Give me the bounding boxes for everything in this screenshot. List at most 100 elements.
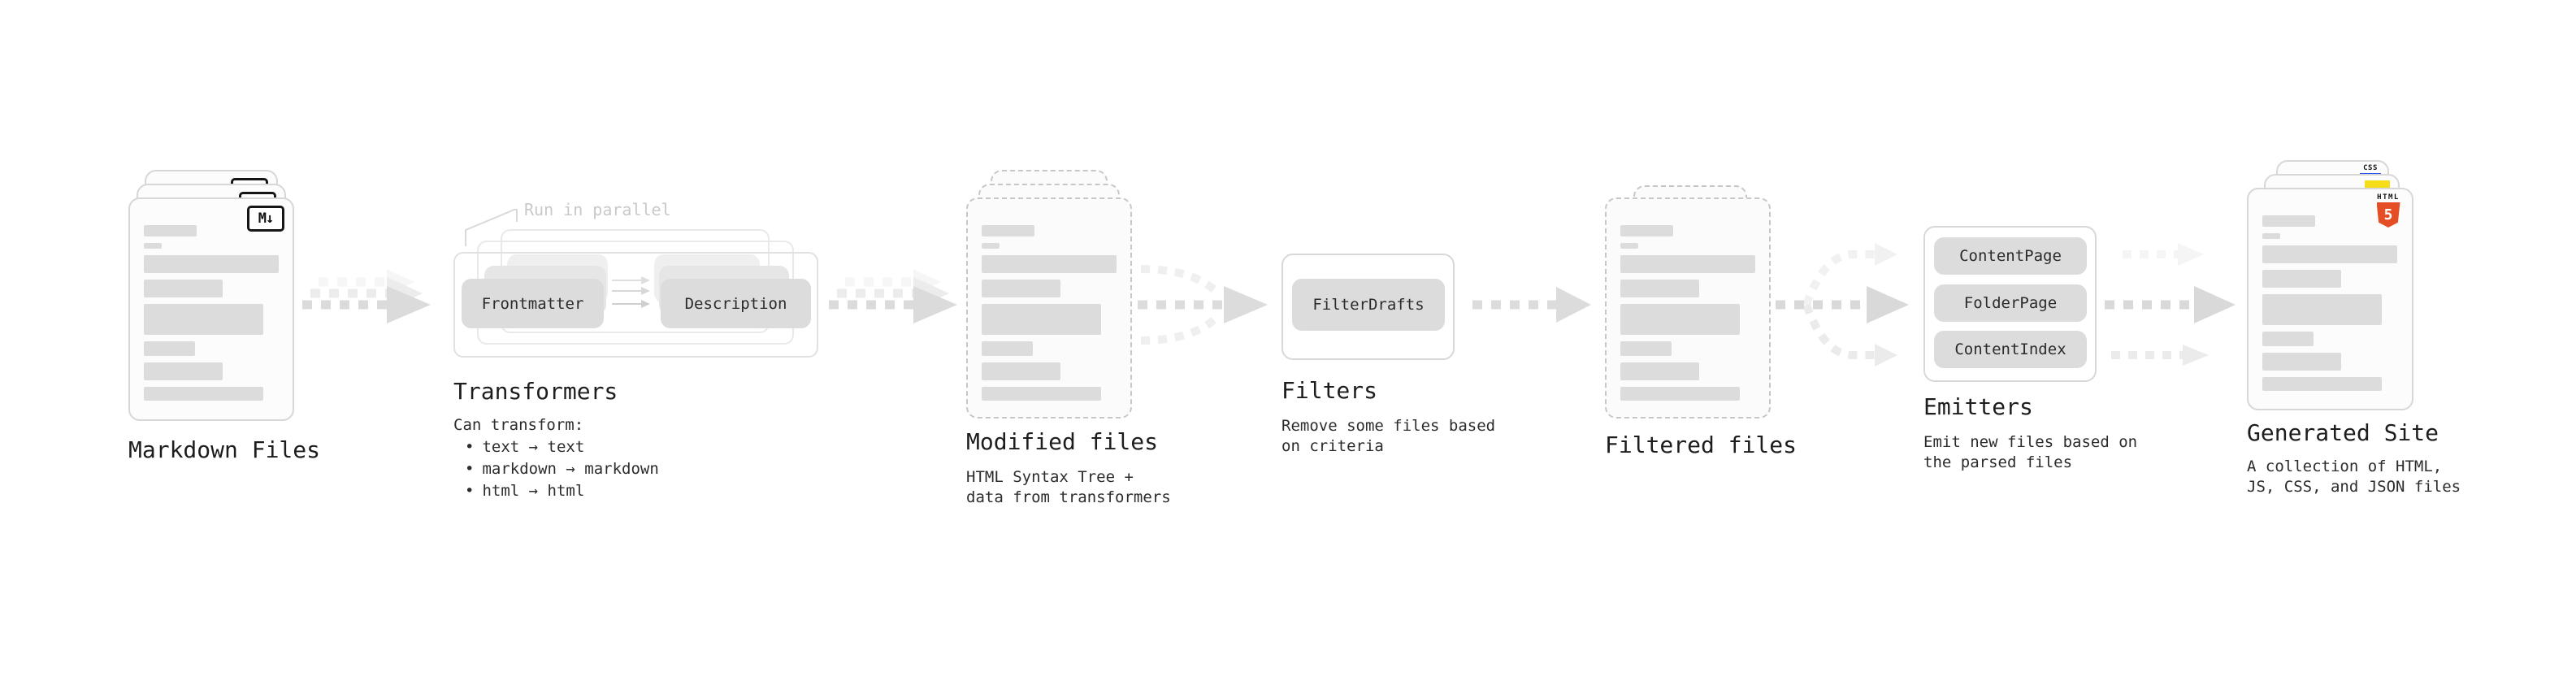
arrow-markdown-to-transformers xyxy=(302,269,431,323)
filters-subtitle: Remove some files based on criteria xyxy=(1281,416,1495,457)
note-text: markdown → markdown xyxy=(482,460,659,478)
html5-icon-word: HTML xyxy=(2377,193,2400,202)
text-placeholder-bar xyxy=(2262,377,2382,391)
subtitle-line: A collection of HTML, xyxy=(2247,458,2443,475)
text-placeholder-bar xyxy=(144,280,223,297)
transformers-title: Transformers xyxy=(453,378,618,405)
bullet: • xyxy=(465,482,475,500)
arrow-modified-to-filters xyxy=(1138,265,1268,345)
note-text: text → text xyxy=(482,438,585,456)
transformer-layer-frame-front xyxy=(453,252,818,358)
node-transformers: Run in parallel Frontmatter Description … xyxy=(451,195,833,500)
site-file-card-html: HTML 5 xyxy=(2247,188,2413,410)
css-icon-label: CSS xyxy=(2363,164,2378,172)
text-placeholder-bar xyxy=(982,341,1033,356)
emitter-box-contentpage: ContentPage xyxy=(1934,237,2087,275)
text-placeholder-bar xyxy=(1620,225,1673,236)
markdown-icon: M↓ xyxy=(247,206,284,232)
text-placeholder-bar xyxy=(1620,280,1699,297)
text-placeholder-bar xyxy=(2262,353,2341,371)
text-placeholder-bar xyxy=(144,255,279,273)
arrow-filters-to-filtered xyxy=(1472,287,1591,323)
markdown-files-title: Markdown Files xyxy=(128,436,321,463)
modified-files-title: Modified files xyxy=(966,428,1159,455)
arrow-filtered-to-emitters xyxy=(1776,243,1909,367)
emitter-box-folderpage: FolderPage xyxy=(1934,284,2087,322)
html5-icon-number: 5 xyxy=(2383,206,2393,223)
text-placeholder-bar xyxy=(982,243,1000,249)
emitters-subtitle: Emit new files based on the parsed files xyxy=(1923,432,2137,473)
html5-icon: HTML 5 xyxy=(2374,193,2403,228)
filtered-files-title: Filtered files xyxy=(1605,432,1798,458)
subtitle-line: Remove some files based xyxy=(1281,417,1496,435)
arrow-transformers-to-modified xyxy=(829,269,957,323)
description-transformer-box: Description xyxy=(661,279,811,328)
step-arrow-back xyxy=(612,276,650,284)
document-text-placeholder xyxy=(2262,215,2397,391)
step-arrow-middle xyxy=(612,287,650,295)
emitter-box-contentindex: ContentIndex xyxy=(1934,331,2087,368)
text-placeholder-bar xyxy=(982,304,1101,335)
step-arrow-front xyxy=(612,300,650,308)
text-placeholder-bar xyxy=(1620,243,1638,249)
text-placeholder-bar xyxy=(2262,215,2315,227)
document-text-placeholder xyxy=(144,225,279,401)
subtitle-line: data from transformers xyxy=(966,488,1171,506)
subtitle-line: Emit new files based on xyxy=(1923,433,2138,451)
note-item: • text → text xyxy=(453,436,659,458)
text-placeholder-bar xyxy=(2262,294,2382,325)
text-placeholder-bar xyxy=(144,387,263,401)
node-markdown-files: M↓ M↓ M↓ Markdown Files xyxy=(126,158,337,484)
transformers-note: Can transform: • text → text • markdown → … xyxy=(453,414,659,502)
document-text-placeholder xyxy=(982,225,1117,401)
text-placeholder-bar xyxy=(1620,387,1740,401)
bullet: • xyxy=(465,460,475,478)
note-item: • html → html xyxy=(453,480,659,502)
text-placeholder-bar xyxy=(1620,362,1699,380)
node-filtered-files: Filtered files xyxy=(1601,171,1804,463)
node-generated-site: CSS HTML 5 Generated Site A collection o… xyxy=(2243,154,2462,496)
text-placeholder-bar xyxy=(2262,233,2280,239)
text-placeholder-bar xyxy=(982,387,1101,401)
modified-files-subtitle: HTML Syntax Tree + data from transformer… xyxy=(966,467,1171,508)
text-placeholder-bar xyxy=(1620,255,1755,273)
modified-file-card-front xyxy=(966,197,1132,419)
subtitle-line: the parsed files xyxy=(1923,453,2073,471)
text-placeholder-bar xyxy=(144,362,223,380)
filtered-file-card-front xyxy=(1605,197,1771,419)
text-placeholder-bar xyxy=(1620,341,1672,356)
note-item: • markdown → markdown xyxy=(453,458,659,480)
bullet: • xyxy=(465,438,475,456)
text-placeholder-bar xyxy=(144,243,162,249)
filterdrafts-box: FilterDrafts xyxy=(1292,279,1445,331)
arrow-emitters-to-site xyxy=(2105,243,2236,366)
filters-title: Filters xyxy=(1281,377,1378,404)
text-placeholder-bar xyxy=(982,280,1060,297)
html5-icon-shield: 5 xyxy=(2376,202,2400,228)
run-in-parallel-annotation: Run in parallel xyxy=(524,200,671,219)
subtitle-line: HTML Syntax Tree + xyxy=(966,468,1134,486)
text-placeholder-bar xyxy=(982,255,1117,273)
note-heading: Can transform: xyxy=(453,416,584,434)
text-placeholder-bar xyxy=(2262,270,2341,288)
text-placeholder-bar xyxy=(982,225,1034,236)
markdown-file-card-front: M↓ xyxy=(128,197,294,421)
text-placeholder-bar xyxy=(2262,332,2314,346)
generated-site-subtitle: A collection of HTML, JS, CSS, and JSON … xyxy=(2247,457,2461,497)
text-placeholder-bar xyxy=(144,225,197,236)
note-text: html → html xyxy=(482,482,585,500)
markdown-icon-label: M↓ xyxy=(258,210,275,227)
subtitle-line: on criteria xyxy=(1281,437,1384,455)
text-placeholder-bar xyxy=(982,362,1060,380)
text-placeholder-bar xyxy=(144,304,263,335)
subtitle-line: JS, CSS, and JSON files xyxy=(2247,478,2461,496)
document-text-placeholder xyxy=(1620,225,1755,401)
node-modified-files: Modified files HTML Syntax Tree + data f… xyxy=(963,158,1171,506)
generated-site-title: Generated Site xyxy=(2247,419,2439,446)
node-filters: FilterDrafts Filters Remove some files b… xyxy=(1280,252,1495,455)
text-placeholder-bar xyxy=(144,341,195,356)
text-placeholder-bar xyxy=(1620,304,1740,335)
frontmatter-transformer-box: Frontmatter xyxy=(462,279,604,328)
emitters-title: Emitters xyxy=(1923,393,2033,420)
